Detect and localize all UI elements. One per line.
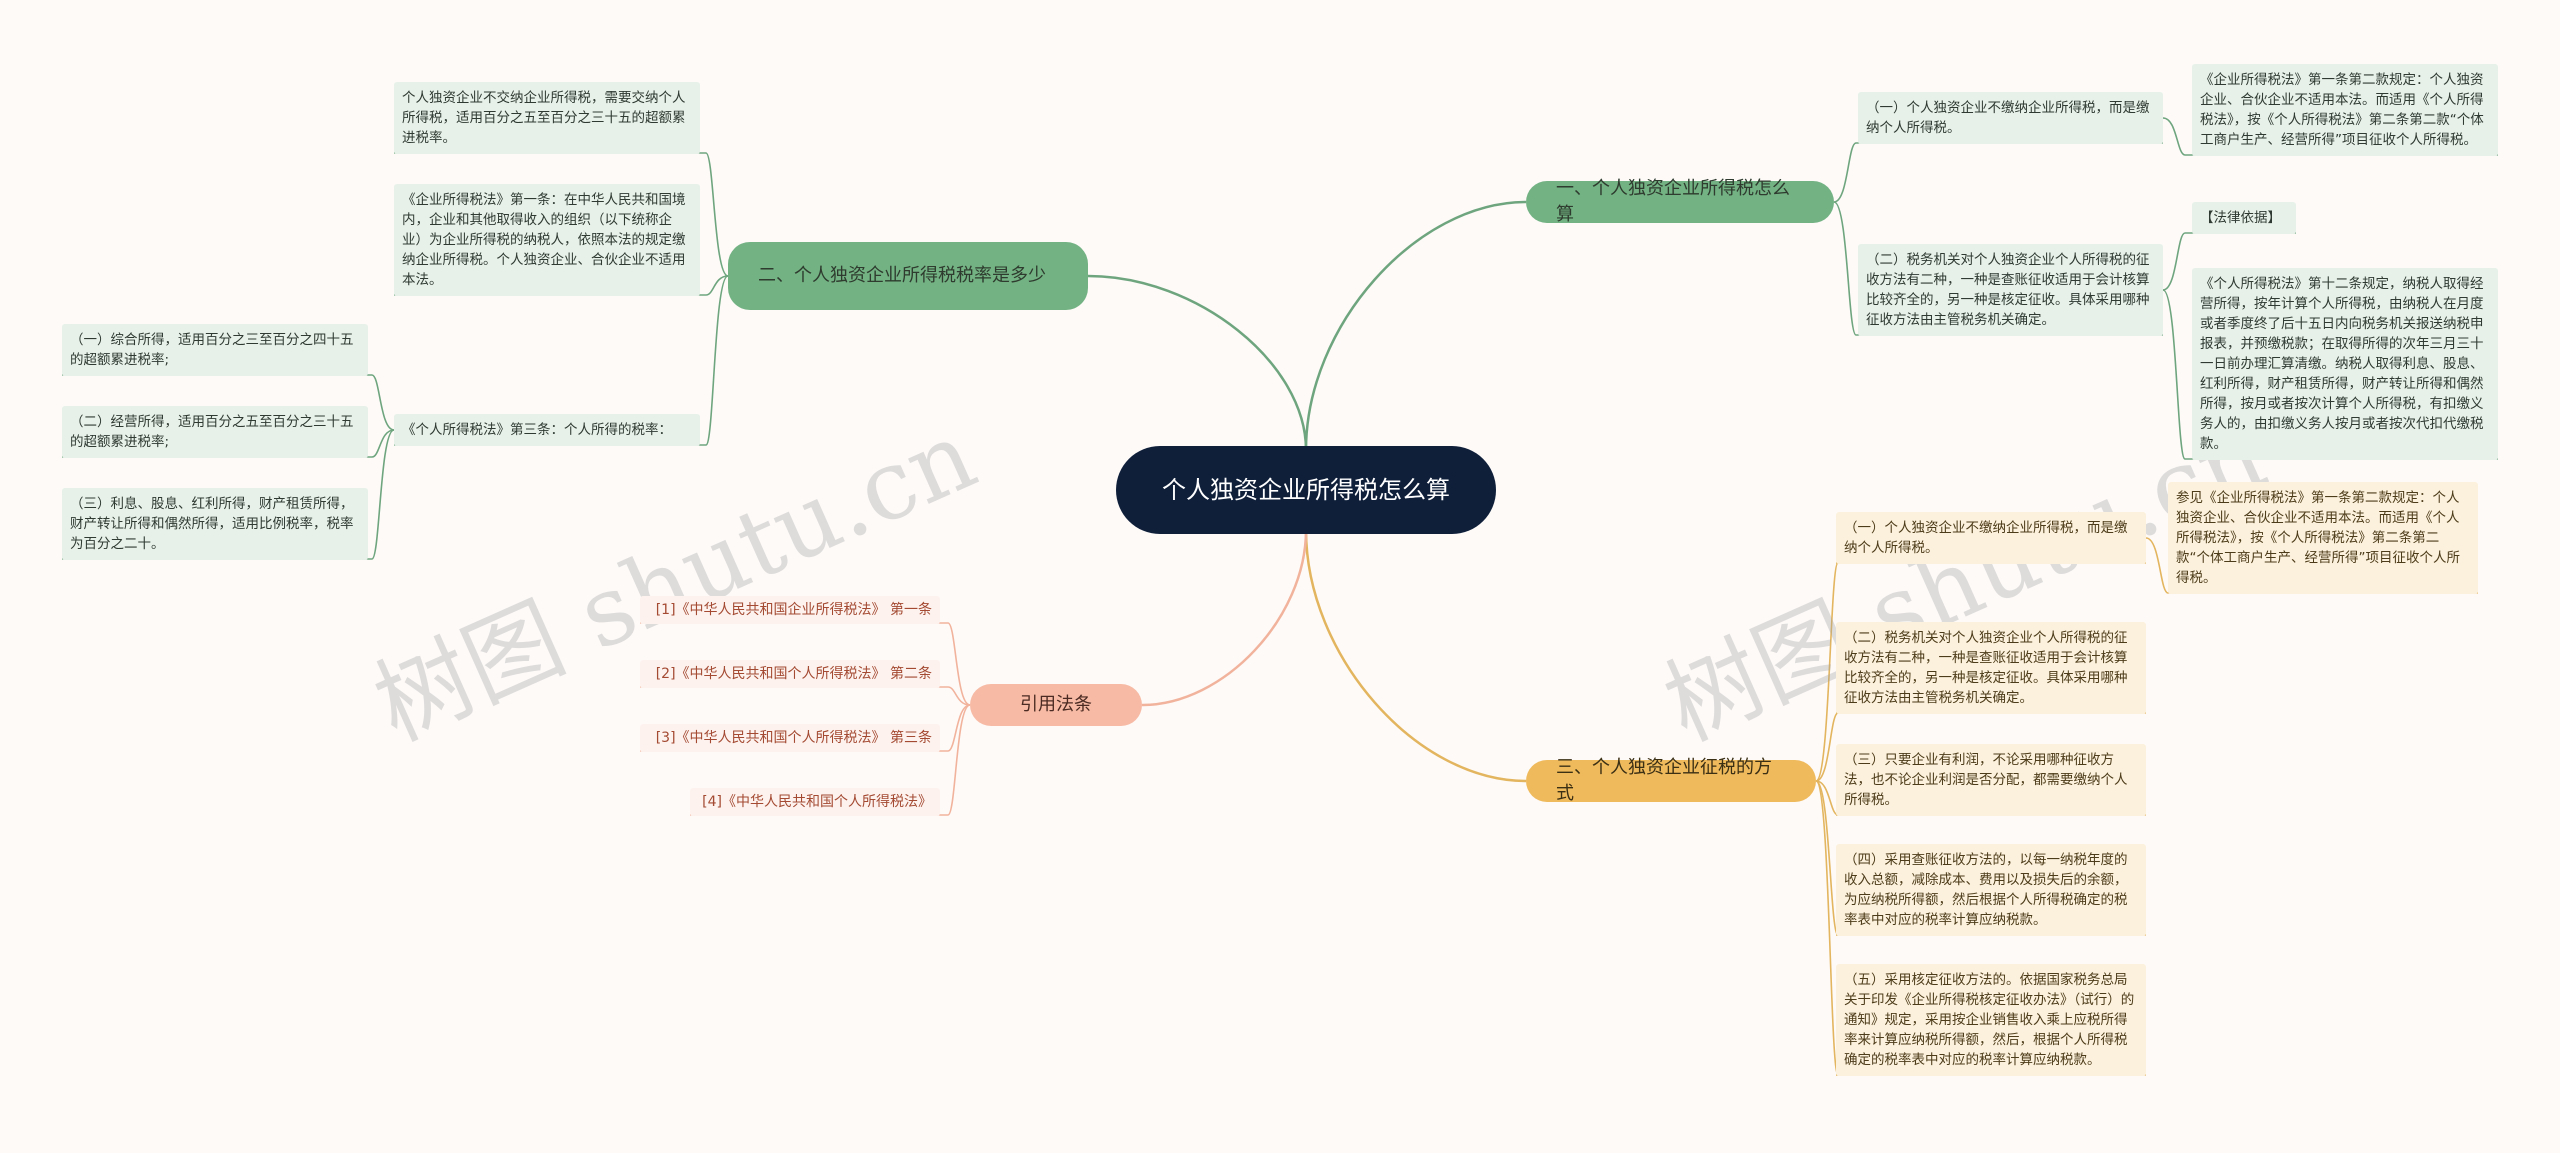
- link-root-b3: [1304, 529, 1527, 783]
- link-root-b2: [1087, 274, 1308, 451]
- branch-title: 三、个人独资企业征税的方式: [1556, 757, 1772, 804]
- link-b4-1: [940, 686, 971, 706]
- b1-point-2[interactable]: （二）税务机关对个人独资企业个人所得税的征收方法有二种，一种是查账征收适用于会计…: [1858, 244, 2163, 336]
- cited-law-1[interactable]: [1]《中华人民共和国企业所得税法》 第一条: [640, 596, 940, 624]
- link-b3-3: [1815, 780, 1839, 936]
- link-b1c2-1: [2162, 289, 2192, 460]
- cited-law-3[interactable]: [3]《中华人民共和国个人所得税法》 第三条: [640, 724, 940, 752]
- b3-point-1-detail[interactable]: 参见《企业所得税法》第一条第二款规定：个人独资企业、合伙企业不适用本法。而适用《…: [2168, 482, 2478, 594]
- link-b1-0: [1833, 142, 1858, 203]
- b2-point-3[interactable]: 《个人所得税法》第三条：个人所得的税率：: [394, 414, 700, 446]
- b3-point-3[interactable]: （三）只要企业有利润，不论采用哪种征收方法，也不论企业利润是否分配，都需要缴纳个…: [1836, 744, 2146, 816]
- b3-point-1[interactable]: （一）个人独资企业不缴纳企业所得税，而是缴纳个人所得税。: [1836, 512, 2146, 564]
- link-b2c3-2: [368, 429, 395, 560]
- link-b2c3-0: [368, 374, 395, 431]
- link-b1-1: [1833, 201, 1858, 336]
- b3-point-4[interactable]: （四）采用查账征收方法的，以每一纳税年度的收入总额，减除成本、费用以及损失后的余…: [1836, 844, 2146, 936]
- b2-point-2[interactable]: 《企业所得税法》第一条：在中华人民共和国境内，企业和其他取得收入的组织（以下统称…: [394, 184, 700, 296]
- branch-title: 引用法条: [1020, 694, 1092, 715]
- link-b1c1-0: [2162, 117, 2192, 156]
- link-root-b4: [1141, 529, 1308, 707]
- b3-point-5[interactable]: （五）采用核定征收方法的。依据国家税务总局关于印发《企业所得税核定征收办法》（试…: [1836, 964, 2146, 1076]
- b2-rate-item-2[interactable]: （二）经营所得，适用百分之五至百分之三十五的超额累进税率;: [62, 406, 368, 458]
- b2-point-1[interactable]: 个人独资企业不交纳企业所得税，需要交纳个人所得税，适用百分之五至百分之三十五的超…: [394, 82, 700, 154]
- branch-title: 二、个人独资企业所得税税率是多少: [758, 265, 1046, 286]
- b2-rate-item-3[interactable]: （三）利息、股息、红利所得，财产租赁所得，财产转让所得和偶然所得，适用比例税率，…: [62, 488, 368, 560]
- link-b2-1: [700, 275, 729, 296]
- cited-law-2[interactable]: [2]《中华人民共和国个人所得税法》 第二条: [640, 660, 940, 688]
- link-b4-3: [940, 704, 971, 816]
- link-root-b1: [1304, 200, 1527, 451]
- link-b1c2-0: [2162, 232, 2192, 291]
- root-topic[interactable]: 个人独资企业所得税怎么算: [1116, 446, 1496, 534]
- link-b3-0: [1815, 562, 1839, 782]
- branch-tax-rate[interactable]: 二、个人独资企业所得税税率是多少: [728, 242, 1088, 310]
- branch-cited-laws[interactable]: 引用法条: [970, 684, 1142, 726]
- link-b2-0: [700, 152, 729, 277]
- b1-legal-basis-label[interactable]: 【法律依据】: [2192, 202, 2296, 234]
- branch-title: 一、个人独资企业所得税怎么算: [1556, 178, 1790, 225]
- root-title: 个人独资企业所得税怎么算: [1162, 476, 1450, 504]
- link-b2c3-1: [368, 429, 395, 458]
- branch-how-to-calculate[interactable]: 一、个人独资企业所得税怎么算: [1526, 178, 1834, 225]
- b1-point-1-detail[interactable]: 《企业所得税法》第一条第二款规定：个人独资企业、合伙企业不适用本法。而适用《个人…: [2192, 64, 2498, 156]
- link-b3c1-0: [2145, 537, 2169, 594]
- b1-point-1[interactable]: （一）个人独资企业不缴纳企业所得税，而是缴纳个人所得税。: [1858, 92, 2163, 144]
- link-b2-2: [700, 275, 729, 446]
- link-b4-2: [940, 704, 971, 752]
- link-b4-0: [940, 622, 971, 706]
- cited-law-4[interactable]: [4]《中华人民共和国个人所得税法》: [690, 788, 940, 816]
- branch-tax-method[interactable]: 三、个人独资企业征税的方式: [1526, 757, 1816, 804]
- b1-legal-basis-detail[interactable]: 《个人所得税法》第十二条规定，纳税人取得经营所得，按年计算个人所得税，由纳税人在…: [2192, 268, 2498, 460]
- b2-rate-item-1[interactable]: （一）综合所得，适用百分之三至百分之四十五的超额累进税率;: [62, 324, 368, 376]
- b3-point-2[interactable]: （二）税务机关对个人独资企业个人所得税的征收方法有二种，一种是查账征收适用于会计…: [1836, 622, 2146, 714]
